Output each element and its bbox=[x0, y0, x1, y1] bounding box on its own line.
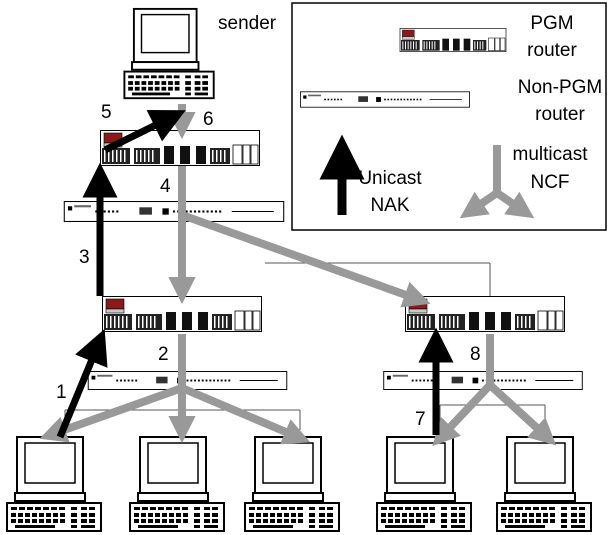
legend-multicast-label-1: multicast bbox=[513, 144, 589, 165]
legend-non-pgm-router-icon bbox=[300, 91, 470, 108]
legend-pgm-label-1: PGM bbox=[530, 13, 573, 34]
receiver-2-computer-icon bbox=[129, 436, 225, 532]
nak-arrow-1 bbox=[56, 328, 108, 439]
sender-label: sender bbox=[218, 13, 277, 34]
legend-nonpgm-label-2: router bbox=[535, 104, 585, 125]
ncf-arrow-2-right bbox=[180, 384, 311, 445]
legend-pgm-router-icon bbox=[399, 28, 507, 52]
receiver-1-computer-icon bbox=[6, 436, 102, 532]
legend-multicast-arrow bbox=[459, 145, 535, 219]
sender-computer-icon bbox=[123, 7, 215, 100]
step-label-7: 7 bbox=[415, 409, 426, 430]
ncf-arrow-2-left bbox=[39, 384, 184, 443]
ncf-arrow-4-right bbox=[180, 211, 431, 308]
multicast-ncf-arrows bbox=[39, 104, 557, 447]
step-label-8: 8 bbox=[470, 344, 481, 365]
legend-pgm-label-2: router bbox=[527, 40, 577, 61]
nak-arrow-5 bbox=[103, 110, 186, 154]
step-label-6: 6 bbox=[203, 109, 214, 130]
receiver-3-computer-icon bbox=[244, 436, 340, 532]
step-numbers: 1 2 3 4 5 6 7 8 bbox=[56, 102, 481, 430]
receiver-5-computer-icon bbox=[496, 436, 592, 532]
legend: PGM router Non-PGM router Unicast NAK mu… bbox=[291, 2, 607, 231]
receiver-4-computer-icon bbox=[376, 436, 472, 532]
step-label-1: 1 bbox=[56, 382, 67, 403]
step-label-2: 2 bbox=[158, 344, 169, 365]
legend-multicast-label-2: NCF bbox=[530, 172, 569, 193]
unicast-nak-arrows bbox=[56, 110, 454, 439]
ncf-arrow-8-left bbox=[432, 382, 493, 447]
pgm-router-3-icon bbox=[405, 296, 565, 332]
ncf-arrow-8-right bbox=[487, 382, 557, 446]
pgm-router-2-icon bbox=[102, 296, 262, 332]
legend-nonpgm-label-1: Non-PGM bbox=[518, 77, 602, 98]
step-label-3: 3 bbox=[79, 247, 90, 268]
legend-unicast-label-2: NAK bbox=[370, 195, 409, 216]
step-label-4: 4 bbox=[160, 176, 171, 197]
pgm-router-1-icon bbox=[100, 130, 260, 166]
step-label-5: 5 bbox=[101, 102, 112, 123]
legend-unicast-label-1: Unicast bbox=[358, 168, 422, 189]
